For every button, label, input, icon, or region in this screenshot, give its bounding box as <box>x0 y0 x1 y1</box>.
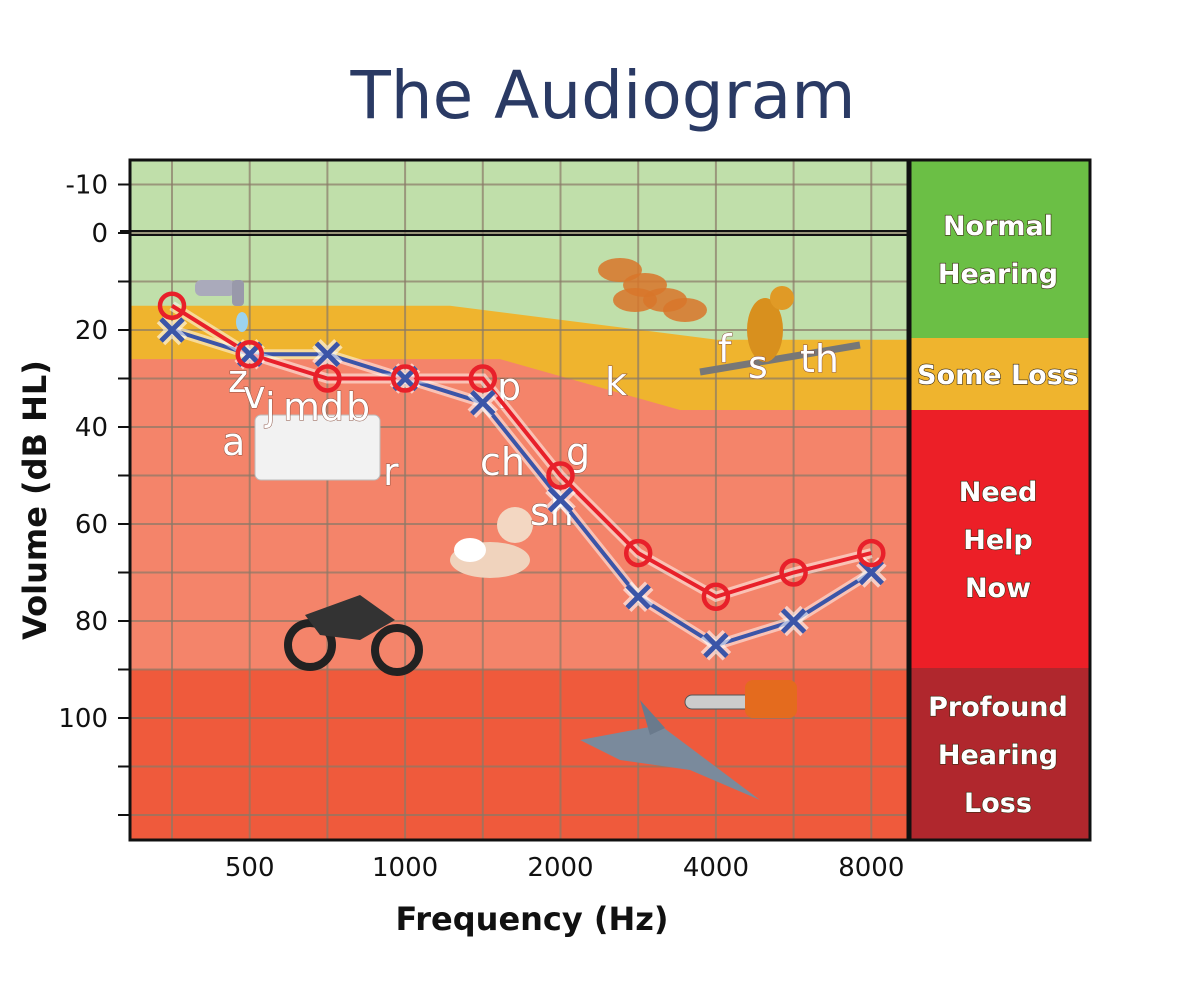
left-ear-x-marker <box>778 605 809 637</box>
bird-body <box>747 298 783 362</box>
speech-sound-f: f <box>718 327 733 371</box>
left-ear-line <box>171 328 873 648</box>
right-ear-o-marker <box>857 538 886 568</box>
x-mark <box>470 389 496 416</box>
left-ear-x-marker <box>545 484 576 515</box>
left-ear-x-marker <box>312 339 343 370</box>
x-tick-label: 4000 <box>683 853 749 883</box>
x-tick-label: 500 <box>225 853 275 883</box>
right-ear-o-marker <box>701 582 731 611</box>
chart-title: The Audiogram <box>349 57 855 134</box>
right-ear-o-marker <box>390 364 420 393</box>
right-ear-o-marker <box>235 340 264 369</box>
bike-frame <box>305 595 395 640</box>
zone-label: Help <box>963 525 1033 556</box>
chainsaw-icon <box>684 680 797 718</box>
wheel <box>284 619 336 671</box>
right-ear-o-marker <box>623 538 653 568</box>
speech-sound-k: k <box>605 360 627 404</box>
x-tick-label: 1000 <box>372 853 438 883</box>
bird-head <box>770 286 794 310</box>
wheel <box>371 624 423 676</box>
speech-sound-th: th <box>800 337 839 381</box>
leaf <box>663 298 707 322</box>
x-tick-label: 8000 <box>838 853 904 883</box>
leaf <box>613 288 657 312</box>
zone-label: Hearing <box>938 259 1058 290</box>
air-conditioner-icon <box>254 414 381 481</box>
y-tick-label: 20 <box>75 316 108 346</box>
speech-sound-r: r <box>383 450 399 494</box>
x-mark <box>547 486 574 513</box>
x-mark <box>159 317 185 343</box>
left-ear-x-marker <box>700 630 732 661</box>
zone-panel-1 <box>910 338 1090 410</box>
baby-icon <box>450 507 533 578</box>
ac-unit <box>254 414 381 481</box>
y-tick-label: 80 <box>75 607 108 637</box>
right-ear-o-marker <box>157 291 187 320</box>
x-axis-label: Frequency (Hz) <box>395 900 668 938</box>
speech-sound-j: j <box>264 385 276 429</box>
x-mark <box>780 608 807 634</box>
chainsaw-bar <box>684 694 756 710</box>
faucet-icon <box>195 280 248 332</box>
right-ear-line <box>170 304 872 599</box>
zone-label: Hearing <box>938 740 1058 771</box>
speech-sound-a: a <box>222 420 245 464</box>
motorcycle-icon <box>284 595 423 676</box>
speech-sound-m: m <box>283 385 320 429</box>
y-tick-label: 40 <box>75 413 108 443</box>
water-drop <box>236 312 248 332</box>
right-ear-o-marker <box>546 461 575 490</box>
x-tick-label: 2000 <box>527 853 593 883</box>
left-ear-x-marker <box>156 314 188 346</box>
zone-label: Some Loss <box>917 360 1079 391</box>
faucet-spout <box>232 280 244 306</box>
zone-label: Need <box>959 477 1038 508</box>
y-tick-label: 60 <box>75 510 108 540</box>
x-mark <box>625 583 651 610</box>
leaves-icon <box>598 258 707 322</box>
diaper <box>454 538 486 562</box>
zone-panel-0 <box>910 160 1090 338</box>
zone-panel-3 <box>910 668 1090 840</box>
zone-label: Normal <box>943 211 1053 242</box>
left-ear-x-marker <box>467 387 499 418</box>
y-tick-label: 0 <box>91 219 108 249</box>
left-ear-x-marker <box>622 581 654 612</box>
x-mark <box>703 632 729 659</box>
jet-body <box>580 725 760 800</box>
branch <box>699 341 861 376</box>
faucet-body <box>195 280 235 296</box>
zone-panel-2 <box>910 410 1090 668</box>
y-tick-label: -10 <box>66 171 108 201</box>
chainsaw-body <box>745 680 797 718</box>
jet-icon <box>580 700 760 800</box>
zone-label: Profound <box>928 692 1068 723</box>
speech-sound-v: v <box>243 373 266 417</box>
y-axis-label: Volume (dB HL) <box>16 360 54 640</box>
bird-icon <box>699 286 861 376</box>
speech-sound-s: s <box>748 343 768 387</box>
x-mark <box>314 341 341 368</box>
right-ear-o-marker <box>313 364 342 393</box>
speech-sound-p: p <box>497 365 521 409</box>
right-ear-o-marker <box>779 558 808 587</box>
y-tick-label: 100 <box>58 704 108 734</box>
right-ear-o-marker <box>468 364 498 393</box>
zone-label: Now <box>965 573 1031 604</box>
jet-wing <box>640 700 665 735</box>
speech-sound-b: b <box>346 385 370 429</box>
zone-label: Loss <box>964 788 1032 819</box>
baby-head <box>497 507 533 543</box>
